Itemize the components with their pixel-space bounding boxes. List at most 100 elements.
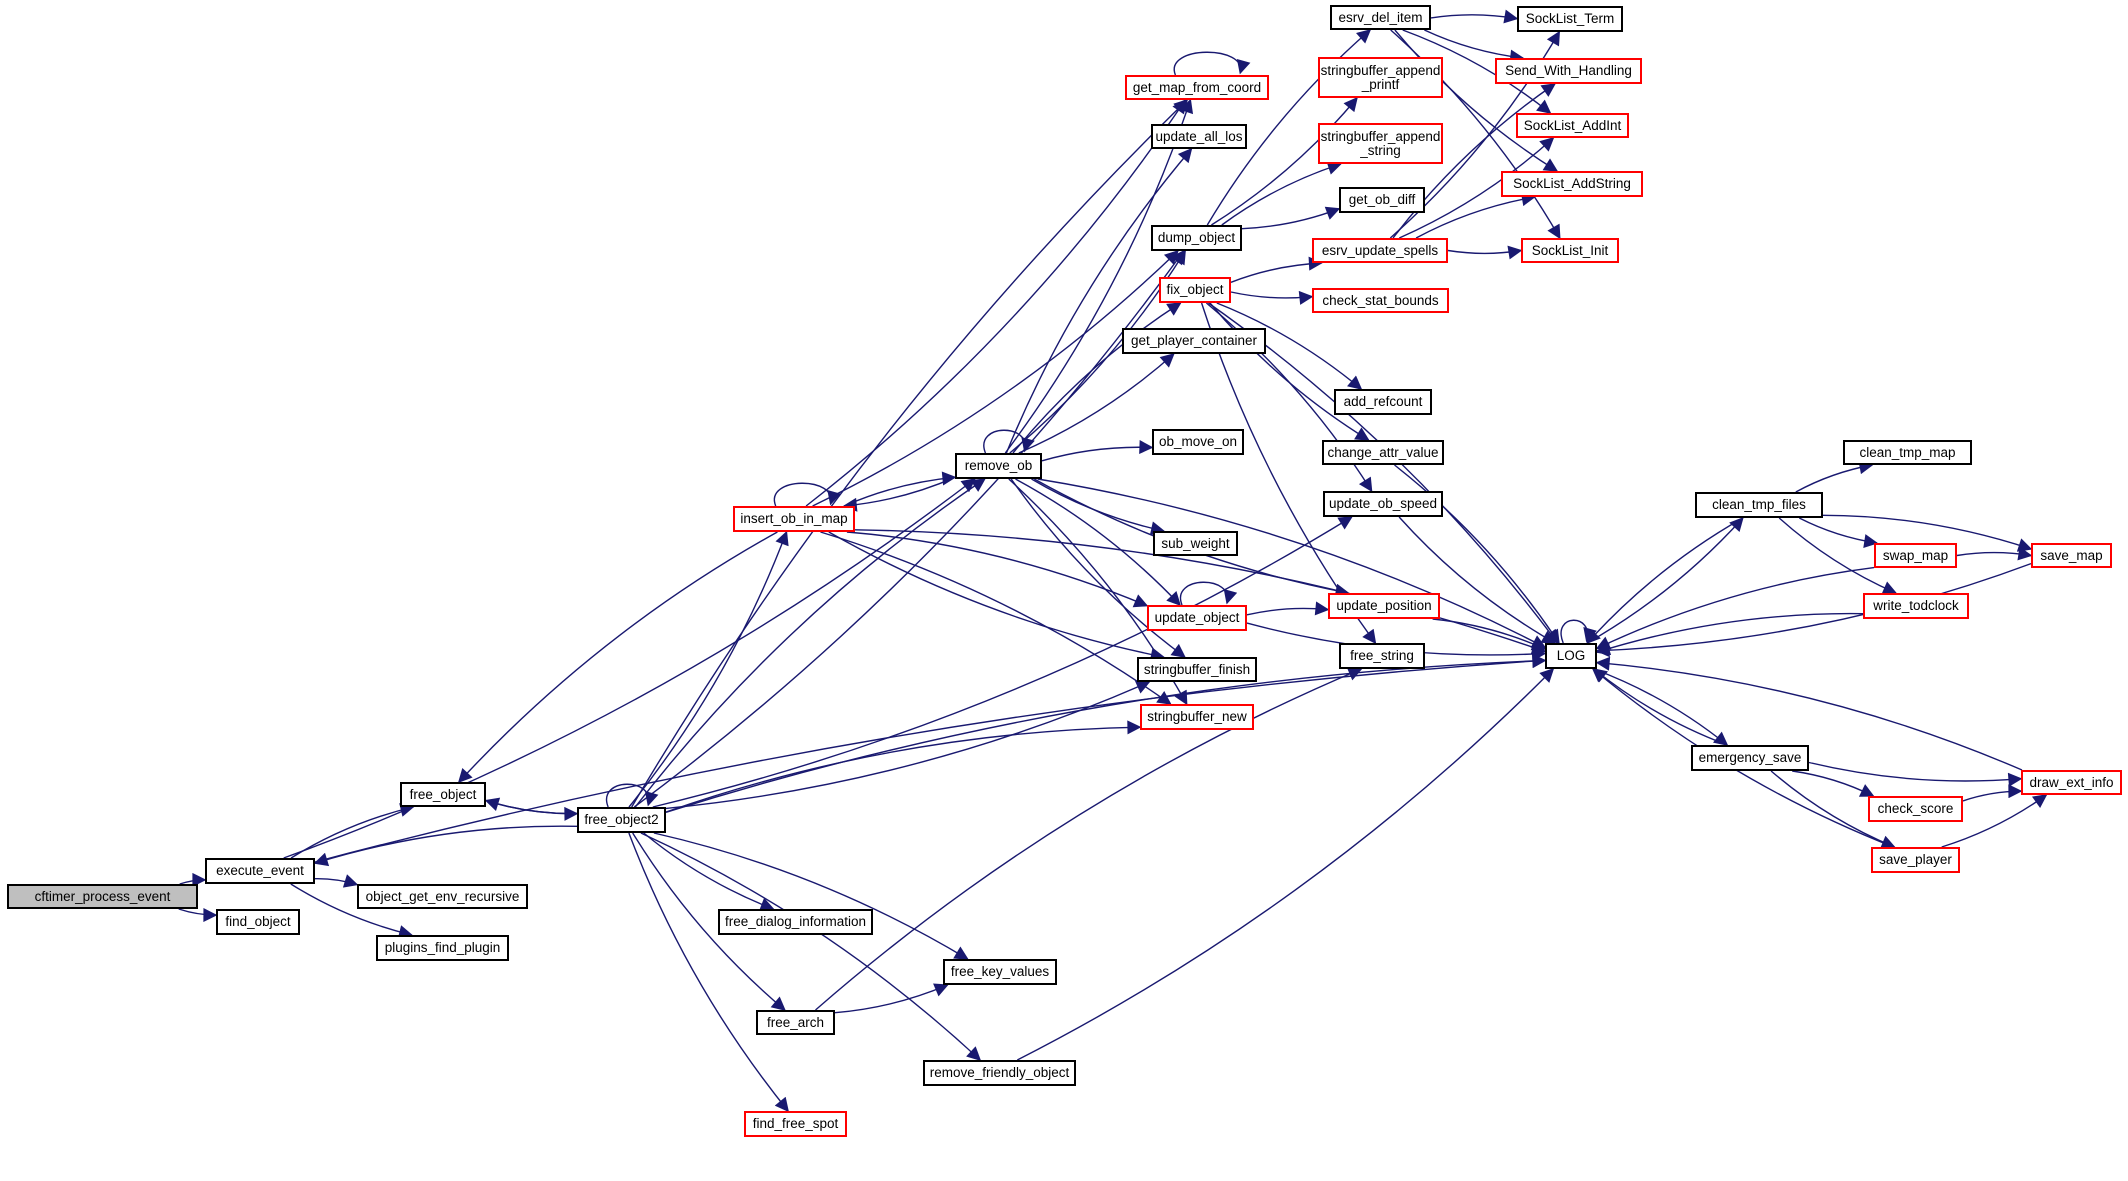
edge-remove-ob-to-log: [1037, 478, 1547, 649]
node-change-attr-value[interactable]: change_attr_value: [1322, 440, 1444, 465]
node-socklist-term[interactable]: SockList_Term: [1517, 6, 1623, 32]
node-update-ob-speed[interactable]: update_ob_speed: [1323, 491, 1443, 517]
node-check-stat-bounds[interactable]: check_stat_bounds: [1312, 288, 1449, 313]
node-get-player-container[interactable]: get_player_container: [1122, 328, 1266, 354]
edge-free-arch-to-free-key-values: [834, 983, 949, 1014]
edge-clean-tmp-files-to-log: [1586, 517, 1744, 645]
edge-remove-ob-to-insert-ob-in-map: [842, 476, 956, 512]
node-insert-ob-in-map[interactable]: insert_ob_in_map: [733, 506, 855, 532]
node-free-arch[interactable]: free_arch: [756, 1010, 835, 1035]
edge-save-map-to-log: [1595, 562, 2032, 658]
node-update-all-los[interactable]: update_all_los: [1151, 124, 1247, 149]
edge-cftimer-process-event-to-find-object: [178, 908, 218, 923]
edge-execute-event-to-remove-ob: [283, 478, 976, 859]
node-sub-weight[interactable]: sub_weight: [1153, 531, 1238, 556]
edge-esrv-del-item-to-send-with-handling: [1424, 29, 1525, 64]
edge-swap-map-to-save-map: [1956, 546, 2033, 561]
node-stringbuffer-new[interactable]: stringbuffer_new: [1140, 704, 1254, 730]
node-esrv-update-spells[interactable]: esrv_update_spells: [1312, 238, 1448, 263]
node-send-with-handling[interactable]: Send_With_Handling: [1495, 58, 1642, 84]
edge-insert-ob-in-map-to-insert-ob-in-map: [773, 482, 841, 507]
edge-insert-ob-in-map-to-dump-object: [812, 250, 1179, 507]
edge-emergency-save-to-log: [1592, 668, 1728, 746]
edge-get-map-from-coord-to-get-map-from-coord: [1173, 51, 1251, 76]
node-clean-tmp-files[interactable]: clean_tmp_files: [1695, 492, 1823, 518]
node-free-string[interactable]: free_string: [1339, 643, 1425, 669]
edge-insert-ob-in-map-to-stringbuffer-new: [820, 531, 1172, 705]
edge-change-attr-value-to-log: [1394, 464, 1560, 645]
edge-esrv-update-spells-to-socklist-init: [1447, 245, 1523, 260]
node-free-object2[interactable]: free_object2: [577, 807, 666, 833]
edge-insert-ob-in-map-to-free-object: [457, 531, 778, 784]
edge-dump-object-to-stringbuffer-append-printf: [1211, 96, 1358, 226]
edge-free-object2-to-remove-ob: [634, 478, 986, 808]
node-socklist-init[interactable]: SockList_Init: [1521, 238, 1619, 263]
node-emergency-save[interactable]: emergency_save: [1691, 745, 1809, 771]
node-find-free-spot[interactable]: find_free_spot: [744, 1111, 847, 1137]
edge-dump-object-to-stringbuffer-append-string: [1221, 161, 1342, 226]
node-check-score[interactable]: check_score: [1868, 796, 1963, 822]
node-free-dialog-information[interactable]: free_dialog_information: [718, 909, 873, 935]
node-remove-ob[interactable]: remove_ob: [955, 453, 1042, 479]
edge-free-object2-to-free-key-values: [653, 832, 969, 960]
node-log[interactable]: LOG: [1545, 643, 1597, 669]
node-add-refcount[interactable]: add_refcount: [1334, 389, 1432, 415]
node-clean-tmp-map[interactable]: clean_tmp_map: [1843, 440, 1972, 465]
edge-free-object2-to-insert-ob-in-map: [628, 530, 789, 808]
node-get-ob-diff[interactable]: get_ob_diff: [1339, 187, 1425, 213]
edge-execute-event-to-plugins-find-plugin: [290, 883, 414, 939]
edge-free-object2-to-dump-object: [633, 249, 1185, 808]
node-stringbuffer-finish[interactable]: stringbuffer_finish: [1137, 657, 1257, 682]
edge-fix-object-to-free-string: [1200, 302, 1377, 645]
edge-free-object2-to-free-object: [484, 797, 578, 815]
edge-fix-object-to-add-refcount: [1216, 302, 1363, 390]
edge-free-object2-to-free-dialog-information: [643, 832, 775, 911]
node-ob-move-on[interactable]: ob_move_on: [1152, 429, 1244, 455]
edge-emergency-save-to-save-player: [1770, 770, 1896, 849]
node-esrv-del-item[interactable]: esrv_del_item: [1330, 5, 1431, 30]
node-save-map[interactable]: save_map: [2031, 543, 2112, 568]
edge-esrv-update-spells-to-socklist-addint: [1399, 137, 1555, 239]
edge-clean-tmp-files-to-swap-map: [1798, 517, 1879, 548]
node-fix-object[interactable]: fix_object: [1159, 277, 1231, 303]
edge-insert-ob-in-map-to-stringbuffer-finish: [828, 531, 1165, 662]
node-find-object[interactable]: find_object: [216, 909, 300, 935]
edge-log-to-log: [1560, 619, 1597, 644]
edge-free-arch-to-free-string: [815, 667, 1363, 1011]
edge-remove-friendly-object-to-log: [1016, 668, 1555, 1061]
edge-update-position-to-log: [1432, 618, 1547, 651]
edge-save-player-to-draw-ext-info: [1941, 794, 2048, 848]
node-free-key-values[interactable]: free_key_values: [943, 959, 1057, 985]
node-free-object[interactable]: free_object: [400, 782, 486, 807]
node-swap-map[interactable]: swap_map: [1874, 543, 1957, 568]
edge-fix-object-to-check-stat-bounds: [1230, 290, 1314, 305]
node-stringbuffer-append-string[interactable]: stringbuffer_append _string: [1318, 123, 1443, 164]
node-cftimer-process-event[interactable]: cftimer_process_event: [7, 884, 198, 909]
edge-free-object2-to-get-map-from-coord: [631, 99, 1189, 808]
edge-clean-tmp-files-to-save-map: [1822, 514, 2033, 552]
edge-clean-tmp-files-to-clean-tmp-map: [1795, 460, 1874, 493]
node-update-object[interactable]: update_object: [1147, 605, 1247, 631]
node-save-player[interactable]: save_player: [1871, 847, 1960, 873]
node-object-get-env-recursive[interactable]: object_get_env_recursive: [357, 884, 528, 909]
node-write-todclock[interactable]: write_todclock: [1863, 593, 1969, 619]
edge-draw-ext-info-to-log: [1595, 656, 2023, 771]
edge-log-to-emergency-save: [1593, 668, 1729, 746]
edge-execute-event-to-object-get-env-recursive: [314, 874, 359, 888]
edge-emergency-save-to-draw-ext-info: [1808, 761, 2023, 787]
node-remove-friendly-object[interactable]: remove_friendly_object: [923, 1060, 1076, 1086]
edge-esrv-del-item-to-socklist-term: [1430, 9, 1519, 24]
node-update-position[interactable]: update_position: [1328, 593, 1440, 619]
edge-fix-object-to-esrv-update-spells: [1230, 256, 1323, 283]
node-socklist-addint[interactable]: SockList_AddInt: [1516, 113, 1629, 138]
node-get-map-from-coord[interactable]: get_map_from_coord: [1125, 75, 1269, 100]
node-socklist-addstring[interactable]: SockList_AddString: [1501, 171, 1643, 197]
edge-free-object2-to-execute-event: [313, 825, 578, 867]
edge-remove-ob-to-ob-move-on: [1041, 440, 1154, 462]
node-execute-event[interactable]: execute_event: [205, 858, 315, 884]
node-plugins-find-plugin[interactable]: plugins_find_plugin: [376, 935, 509, 961]
node-dump-object[interactable]: dump_object: [1151, 225, 1242, 251]
node-draw-ext-info[interactable]: draw_ext_info: [2021, 770, 2122, 795]
node-stringbuffer-append-printf[interactable]: stringbuffer_append _printf: [1318, 57, 1443, 98]
edge-log-to-clean-tmp-files: [1586, 516, 1744, 644]
